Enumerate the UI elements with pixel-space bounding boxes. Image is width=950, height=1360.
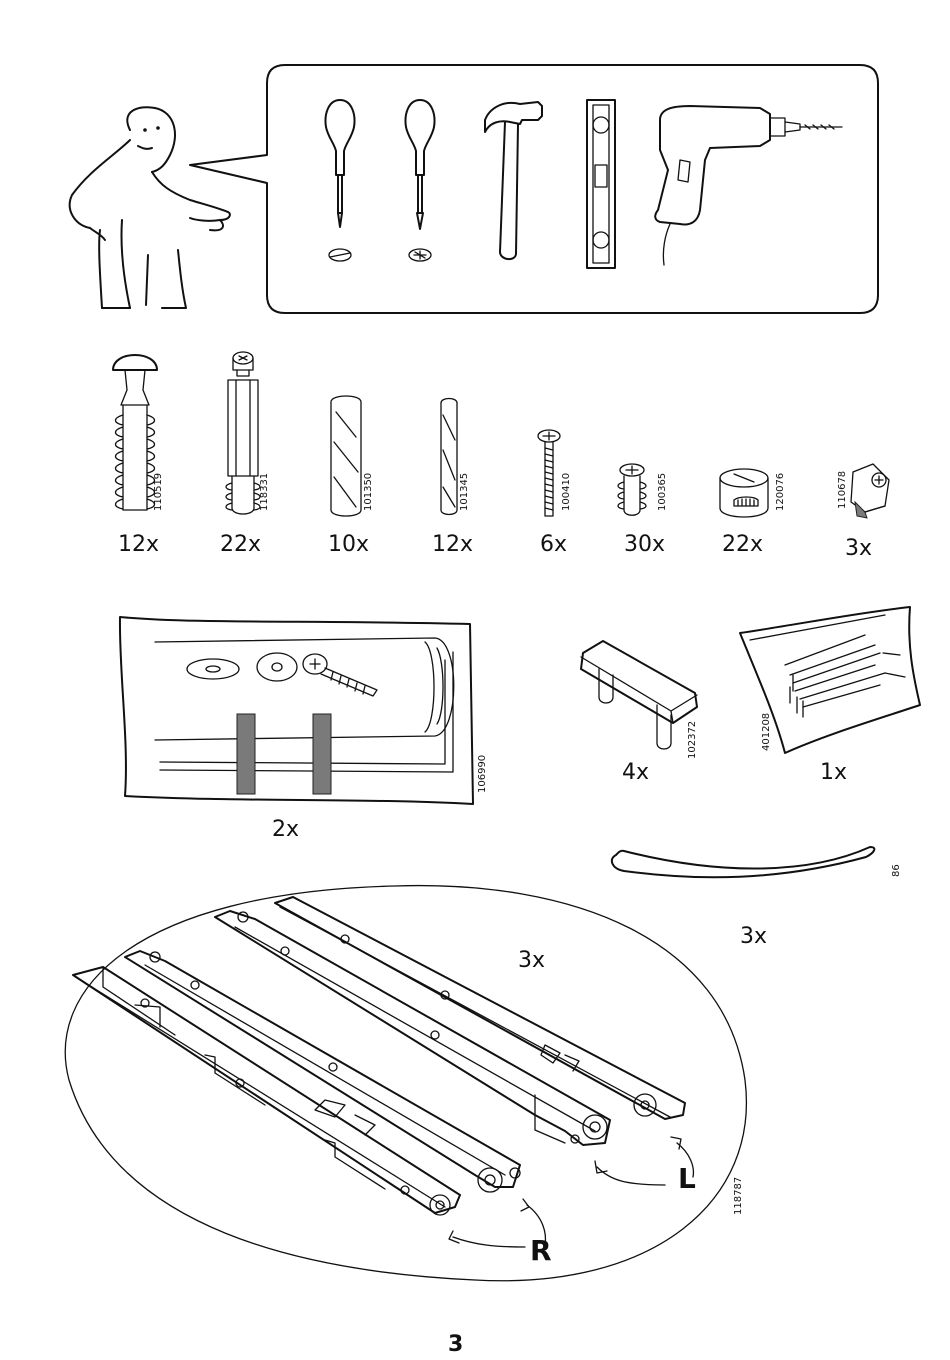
handle-code: 86 bbox=[891, 864, 902, 877]
left-rail-label: L bbox=[678, 1162, 696, 1195]
nails-code: 401208 bbox=[761, 713, 772, 751]
part-code: 118331 bbox=[259, 473, 270, 511]
foot-quantity: 4x bbox=[622, 760, 649, 785]
nails-quantity: 1x bbox=[820, 760, 847, 785]
cam-lock-part bbox=[714, 466, 774, 526]
hammer-icon bbox=[470, 92, 550, 272]
foot-code: 102372 bbox=[687, 721, 698, 759]
flat-screwdriver-icon bbox=[320, 95, 360, 265]
wall-fixing-bag-part bbox=[115, 612, 475, 812]
rails-quantity: 3x bbox=[518, 948, 545, 973]
part-code: 100365 bbox=[657, 473, 668, 511]
bag-quantity: 2x bbox=[272, 817, 299, 842]
part-quantity: 30x bbox=[624, 532, 665, 557]
power-drill-icon bbox=[650, 100, 850, 270]
part-quantity: 12x bbox=[432, 532, 473, 557]
part-code: 101345 bbox=[459, 473, 470, 511]
euro-screw-part bbox=[612, 462, 652, 522]
part-quantity: 22x bbox=[722, 532, 763, 557]
part-code: 110678 bbox=[837, 471, 848, 509]
part-code: 101350 bbox=[363, 473, 374, 511]
part-code: 120076 bbox=[775, 473, 786, 511]
rails-code: 118787 bbox=[733, 1177, 744, 1215]
part-quantity: 12x bbox=[118, 532, 159, 557]
part-code: 110519 bbox=[153, 473, 164, 511]
phillips-screwdriver-icon bbox=[400, 95, 440, 265]
right-rail-label: R bbox=[530, 1234, 552, 1267]
part-quantity: 10x bbox=[328, 532, 369, 557]
part-code: 100410 bbox=[561, 473, 572, 511]
bag-code: 106990 bbox=[477, 755, 488, 793]
part-quantity: 22x bbox=[220, 532, 261, 557]
spirit-level-icon bbox=[582, 95, 622, 270]
part-quantity: 6x bbox=[540, 532, 567, 557]
bracket-part bbox=[845, 462, 895, 522]
drawer-rails-illustration bbox=[65, 895, 705, 1235]
part-quantity: 3x bbox=[845, 536, 872, 561]
wooden-dowel-large-part bbox=[326, 392, 366, 522]
page-number: 3 bbox=[448, 1332, 463, 1357]
